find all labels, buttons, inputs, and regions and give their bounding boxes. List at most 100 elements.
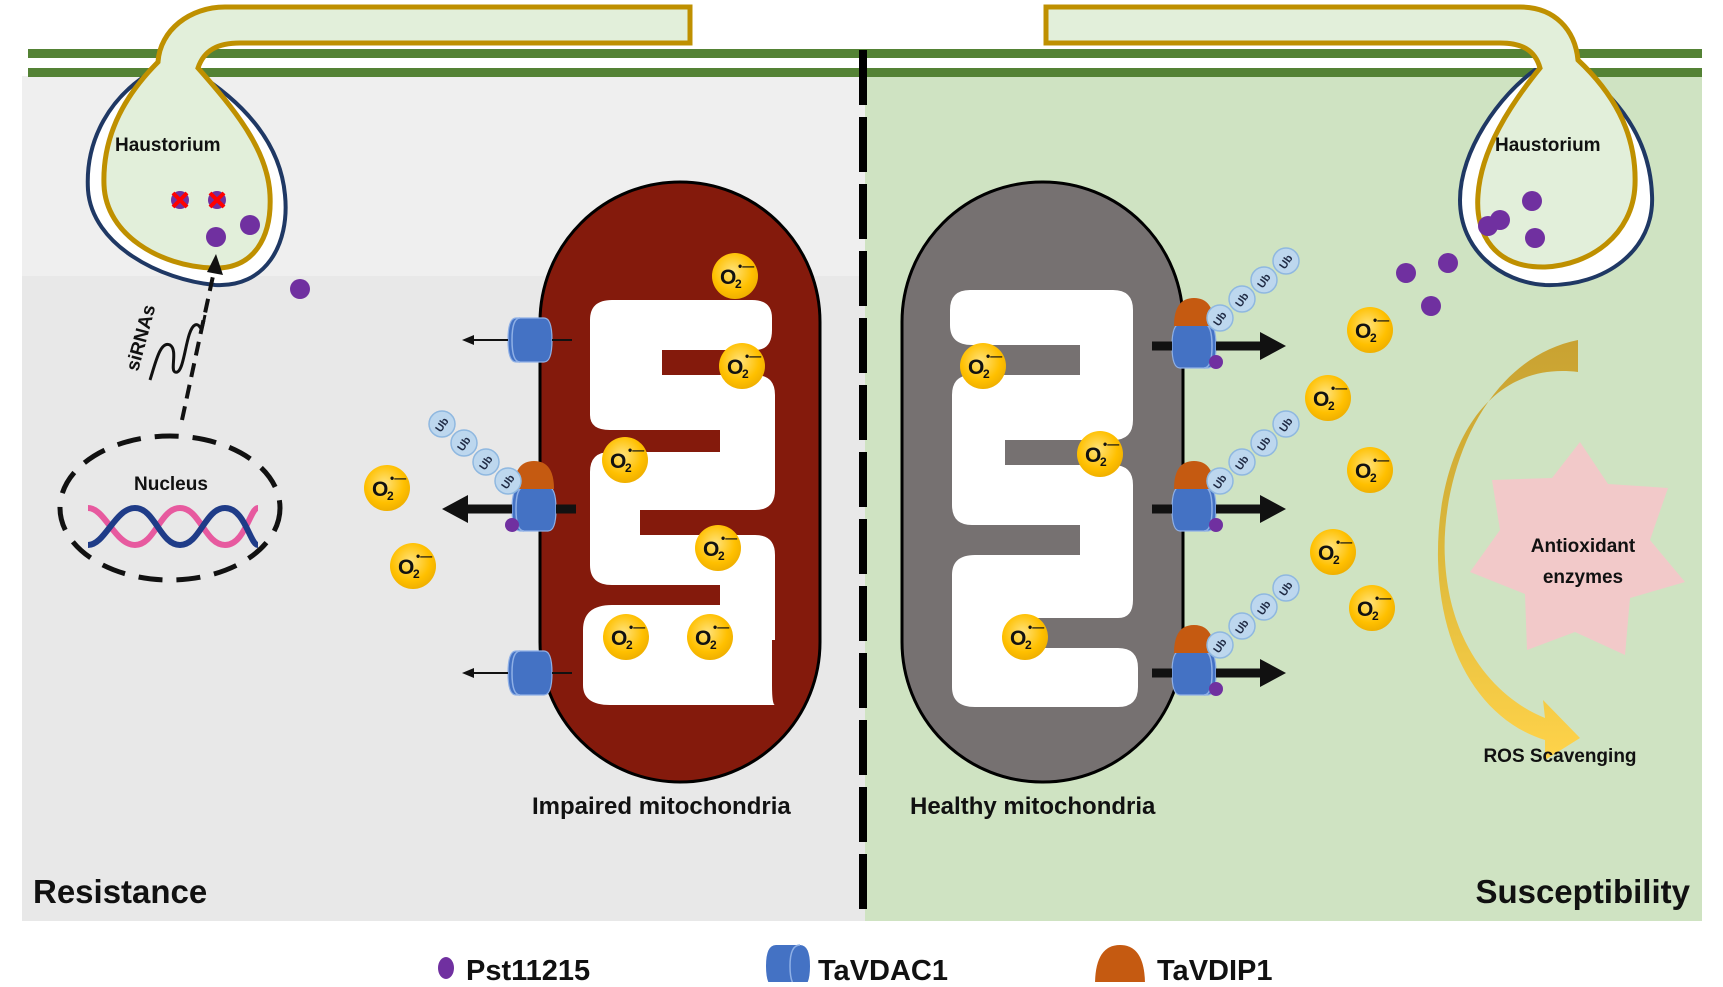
- ubiquitin: Ub: [472, 448, 500, 476]
- ubiquitin: Ub: [1228, 448, 1256, 476]
- export-arrow-icon: [1260, 332, 1286, 360]
- legend-label-pst11215: Pst11215: [466, 955, 590, 982]
- ros-scavenging: Antioxidant enzymes ROS Scavenging: [1437, 340, 1685, 767]
- superoxide-symbol: O: [968, 356, 984, 379]
- ubiquitin-icon: [1206, 467, 1234, 495]
- ubiquitin-icon: [1206, 304, 1234, 332]
- pst11215-effector: [1522, 191, 1542, 211]
- superoxide-symbol: O: [727, 356, 743, 379]
- superoxide-icon: [1347, 307, 1393, 353]
- export-arrow-icon: [1260, 495, 1286, 523]
- ubiquitin-icon: [1272, 574, 1300, 602]
- superoxide-layer: O2•—O2•—O2•—O2•—O2•—O2•—O2•—O2•—O2•—O2•—…: [364, 253, 1395, 660]
- healthy-mitochondrion: Healthy mitochondria: [900, 180, 1185, 820]
- right-haustorium-label: Haustorium: [1495, 135, 1601, 156]
- legend-item-pst11215: Pst11215: [438, 955, 590, 987]
- ubiquitin: Ub: [1206, 467, 1234, 495]
- effector-icon: [438, 957, 454, 979]
- superoxide-charge: •—: [628, 443, 644, 457]
- legend-label-tavdac1: TaVDAC1: [818, 955, 948, 982]
- antioxidant-label-2: enzymes: [1543, 567, 1623, 588]
- superoxide-icon: [719, 343, 765, 389]
- vdip-protein-icon: [1174, 461, 1214, 489]
- ubiquitin-icon: [1250, 266, 1278, 294]
- export-arrow-icon: [462, 335, 474, 345]
- ros-scavenging-label: ROS Scavenging: [1483, 746, 1636, 767]
- ubiquitin: Ub: [1250, 429, 1278, 457]
- pst11215-effector: [1438, 253, 1458, 273]
- ubiquitin-icon: [450, 429, 478, 457]
- superoxide-charge: •—: [1375, 591, 1391, 605]
- superoxide-charge: •—: [1373, 313, 1389, 327]
- right-haustorium: Haustorium: [1043, 4, 1655, 288]
- superoxide-symbol: O: [610, 450, 626, 473]
- superoxide-charge: •—: [1028, 620, 1044, 634]
- vdac-channel: [462, 650, 572, 696]
- left-haustorium-label: Haustorium: [115, 135, 221, 156]
- superoxide-subscript: 2: [1370, 471, 1377, 485]
- superoxide-radical: O2•—: [1349, 585, 1395, 631]
- healthy-mito-label: Healthy mitochondria: [910, 793, 1156, 820]
- superoxide-subscript: 2: [742, 367, 749, 381]
- superoxide-symbol: O: [398, 556, 414, 579]
- superoxide-radical: O2•—: [602, 437, 648, 483]
- superoxide-symbol: O: [1313, 388, 1329, 411]
- superoxide-subscript: 2: [387, 489, 394, 503]
- ubiquitin: Ub: [1228, 612, 1256, 640]
- superoxide-radical: O2•—: [960, 343, 1006, 389]
- ubiquitin: Ub: [1272, 574, 1300, 602]
- ubiquitin: Ub: [450, 429, 478, 457]
- superoxide-charge: •—: [713, 620, 729, 634]
- superoxide-radical: O2•—: [364, 465, 410, 511]
- superoxide-subscript: 2: [710, 638, 717, 652]
- right-hypha: [1043, 4, 1638, 270]
- nucleus: Nucleus: [57, 433, 283, 583]
- superoxide-subscript: 2: [718, 549, 725, 563]
- legend-item-tavdac1: TaVDAC1: [766, 944, 948, 987]
- impaired-mitochondrion: Impaired mitochondria: [532, 180, 822, 820]
- vdip-protein-icon: [514, 461, 554, 489]
- ubiquitin-icon: [1272, 247, 1300, 275]
- superoxide-radical: O2 •—: [719, 343, 765, 389]
- legend: Pst11215 TaVDAC1 TaVDIP1: [438, 944, 1273, 987]
- vdip-protein-icon: [1174, 625, 1214, 653]
- antioxidant-label-1: Antioxidant: [1531, 536, 1636, 557]
- pst11215-effector: [240, 215, 260, 235]
- superoxide-symbol: O: [611, 627, 627, 650]
- susceptibility-label: Susceptibility: [1475, 873, 1690, 910]
- vdac-channel-icon: [1171, 650, 1217, 696]
- ubiquitin-icon: [1228, 448, 1256, 476]
- superoxide-icon: [712, 253, 758, 299]
- superoxide-symbol: O: [703, 538, 719, 561]
- superoxide-symbol: O: [372, 478, 388, 501]
- superoxide-symbol: O: [720, 266, 736, 289]
- impaired-mito-label: Impaired mitochondria: [532, 793, 791, 820]
- ubiquitin-icon: [494, 467, 522, 495]
- superoxide-charge: •—: [721, 531, 737, 545]
- superoxide-icon: [1349, 585, 1395, 631]
- effector-icon: [1209, 682, 1223, 696]
- superoxide-symbol: O: [1357, 598, 1373, 621]
- superoxide-symbol: O: [695, 627, 711, 650]
- vdac-opening: [511, 317, 521, 363]
- superoxide-icon: [695, 525, 741, 571]
- superoxide-charge: •—: [745, 349, 761, 363]
- superoxide-icon: [1310, 529, 1356, 575]
- vdac-channel-icon: [1171, 486, 1217, 532]
- superoxide-radical: O2•—: [390, 543, 436, 589]
- superoxide-symbol: O: [1355, 320, 1371, 343]
- vdip-protein-icon: [1174, 298, 1214, 326]
- nucleus-label: Nucleus: [134, 474, 208, 495]
- ubiquitin: Ub: [1228, 285, 1256, 313]
- superoxide-subscript: 2: [1370, 331, 1377, 345]
- superoxide-charge: •—: [986, 349, 1002, 363]
- effector-icon: [1209, 355, 1223, 369]
- ubiquitin-icon: [1272, 410, 1300, 438]
- superoxide-radical: O2 •—: [1347, 307, 1393, 353]
- ubiquitin: Ub: [428, 410, 456, 438]
